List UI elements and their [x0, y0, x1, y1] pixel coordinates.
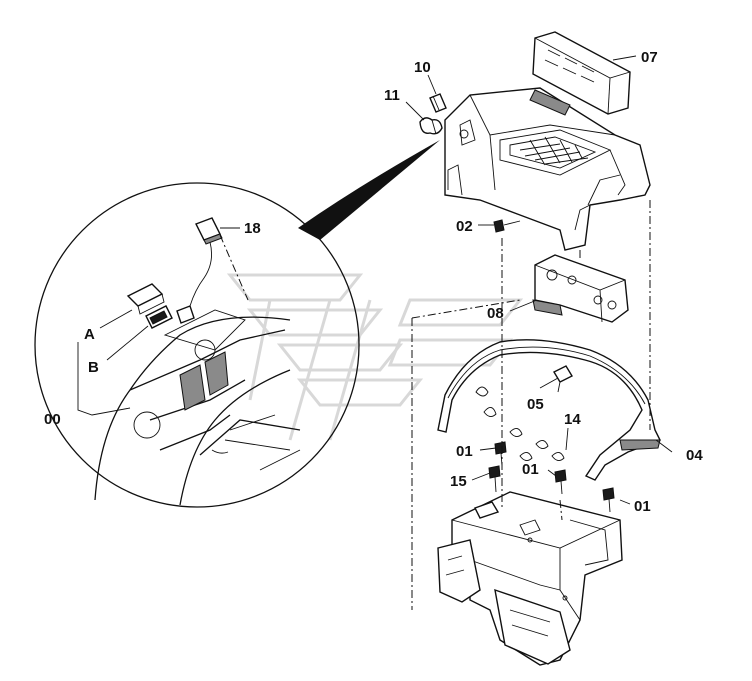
trim-strip-04: [437, 339, 661, 481]
detail-view-circle: [34, 182, 360, 508]
connector-18: [176, 217, 249, 324]
callout-00: 00: [44, 411, 61, 428]
callout-08: 08: [487, 305, 504, 322]
watermark-logo: [226, 273, 524, 441]
base-frame: [437, 491, 623, 666]
callout-04: 04: [686, 447, 703, 464]
cover-07: [532, 31, 631, 115]
clip-05: [553, 365, 573, 393]
leader-a: [99, 309, 133, 329]
callout-14: 14: [564, 411, 581, 428]
callout-01-b: 01: [522, 461, 539, 478]
bolt-01-c: [602, 487, 615, 513]
callout-05: 05: [527, 396, 544, 413]
callout-leaders: [405, 55, 673, 505]
callout-a: A: [84, 326, 95, 343]
knob-11: [419, 117, 443, 135]
assembly-centerlines: [411, 200, 651, 610]
callout-01-a: 01: [456, 443, 473, 460]
bolt-01-b: [554, 469, 567, 495]
leader-b: [106, 325, 149, 361]
bracket-08: [532, 254, 629, 323]
callout-18: 18: [244, 220, 261, 237]
callout-01-c: 01: [634, 498, 651, 515]
callout-02: 02: [456, 218, 473, 235]
bolt-02: [493, 219, 521, 233]
callout-b: B: [88, 359, 99, 376]
dashboard-housing: [444, 87, 651, 251]
detail-fender-panel: [94, 309, 301, 506]
bolt-01-a: [494, 441, 507, 467]
callout-15: 15: [450, 473, 467, 490]
detail-pointer-wedge: [298, 140, 440, 240]
switch-part-b: [145, 305, 173, 329]
callout-07: 07: [641, 49, 658, 66]
switch-part-a: [126, 283, 165, 315]
clamps-14: [475, 386, 565, 461]
bolt-15: [488, 465, 501, 493]
knob-10: [429, 93, 447, 113]
leader-00: [77, 342, 131, 416]
callout-10: 10: [414, 59, 431, 76]
callout-11: 11: [384, 87, 400, 104]
